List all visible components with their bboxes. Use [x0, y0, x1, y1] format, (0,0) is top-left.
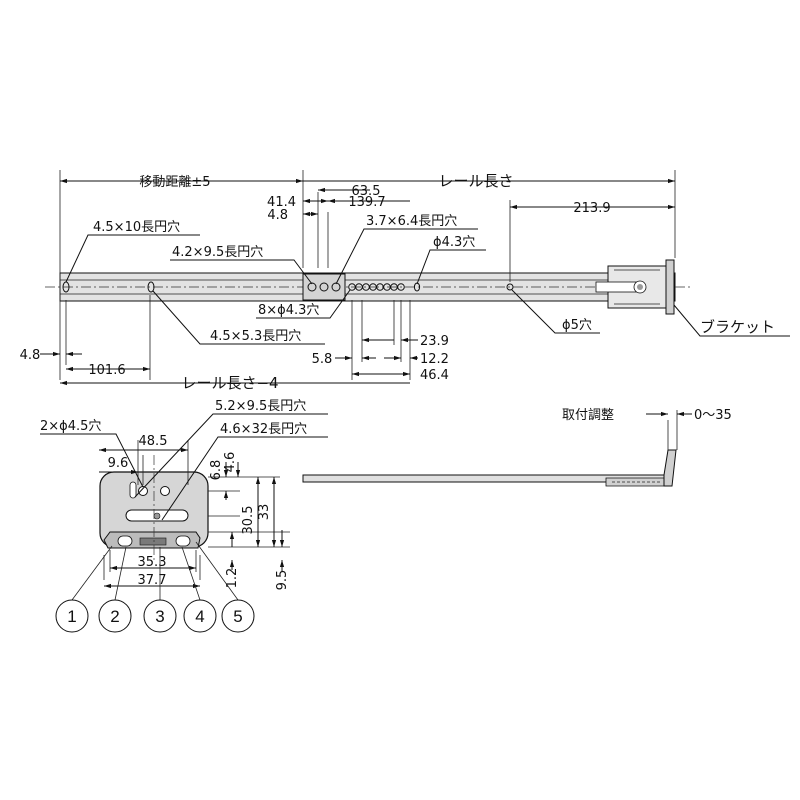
note-slot-4-5x10: 4.5×10長円穴: [93, 220, 180, 235]
end-view: 48.5 9.6 2×ϕ4.5穴 5.2×9.5長円穴 4.6×32長円穴 6.…: [40, 399, 328, 633]
note-2x4-5: 2×ϕ4.5穴: [40, 419, 101, 434]
dim-33: 33: [257, 504, 272, 521]
callout-5: 5: [221, 599, 255, 633]
note-slot-4-5x5-3: 4.5×5.3長円穴: [210, 329, 301, 344]
dim-4-8-top: 4.8: [267, 208, 288, 223]
rail-top-view: 移動距離±5 レール長さ 63.5 41.4 139.7 4.8 213.9 4…: [20, 170, 790, 392]
dim-rail-length-minus-4: レール長さ−4: [181, 374, 278, 392]
note-slot-4-6x32: 4.6×32長円穴: [220, 422, 307, 437]
dim-35-3: 35.3: [138, 555, 167, 570]
callout-4-label: 4: [195, 607, 204, 626]
dim-4-6: 4.6: [223, 452, 238, 473]
label-mount-adjust: 取付調整: [562, 408, 614, 423]
dim-41-4: 41.4: [267, 195, 296, 210]
note-bracket: ブラケット: [700, 318, 775, 336]
callout-3: 3: [143, 599, 177, 633]
callout-5-label: 5: [233, 607, 242, 626]
dim-213-9: 213.9: [573, 201, 610, 216]
dim-101-6: 101.6: [88, 363, 125, 378]
dim-9-5: 9.5: [275, 570, 290, 591]
dim-6-8: 6.8: [209, 460, 224, 481]
dim-37-7: 37.7: [138, 573, 167, 588]
dim-23-9: 23.9: [420, 334, 449, 349]
callout-1: 1: [55, 599, 89, 633]
dim-63-5: 63.5: [352, 184, 381, 199]
dim-139-7: 139.7: [348, 195, 385, 210]
dim-30-5: 30.5: [241, 506, 256, 535]
dim-5-8: 5.8: [312, 352, 333, 367]
note-slot-3-7x6-4: 3.7×6.4長円穴: [366, 214, 457, 229]
dim-4-8-left: 4.8: [20, 348, 41, 363]
callout-2-label: 2: [110, 607, 119, 626]
dim-12-2: 12.2: [420, 352, 449, 367]
note-hole-5: ϕ5穴: [562, 318, 592, 333]
dim-9-6: 9.6: [108, 456, 129, 471]
callout-1-label: 1: [67, 607, 76, 626]
callout-3-label: 3: [155, 607, 164, 626]
note-holes-8x4-3: 8×ϕ4.3穴: [258, 303, 319, 318]
note-slot-4-2x9-5: 4.2×9.5長円穴: [172, 245, 263, 260]
holes-row: [348, 283, 405, 291]
note-hole-4-3: ϕ4.3穴: [433, 235, 475, 250]
dim-0-35: 0〜35: [694, 408, 732, 423]
note-slot-5-2x9-5: 5.2×9.5長円穴: [215, 399, 306, 414]
dim-46-4: 46.4: [420, 368, 449, 383]
dim-1-2: 1.2: [225, 568, 240, 589]
dim-rail-length: レール長さ: [438, 172, 513, 190]
dim-48-5: 48.5: [139, 434, 168, 449]
callout-4: 4: [183, 599, 217, 633]
callout-2: 2: [98, 599, 132, 633]
side-view: 取付調整 0〜35: [302, 408, 732, 487]
bracket-shape: [595, 259, 675, 315]
dim-travel: 移動距離±5: [139, 175, 210, 190]
